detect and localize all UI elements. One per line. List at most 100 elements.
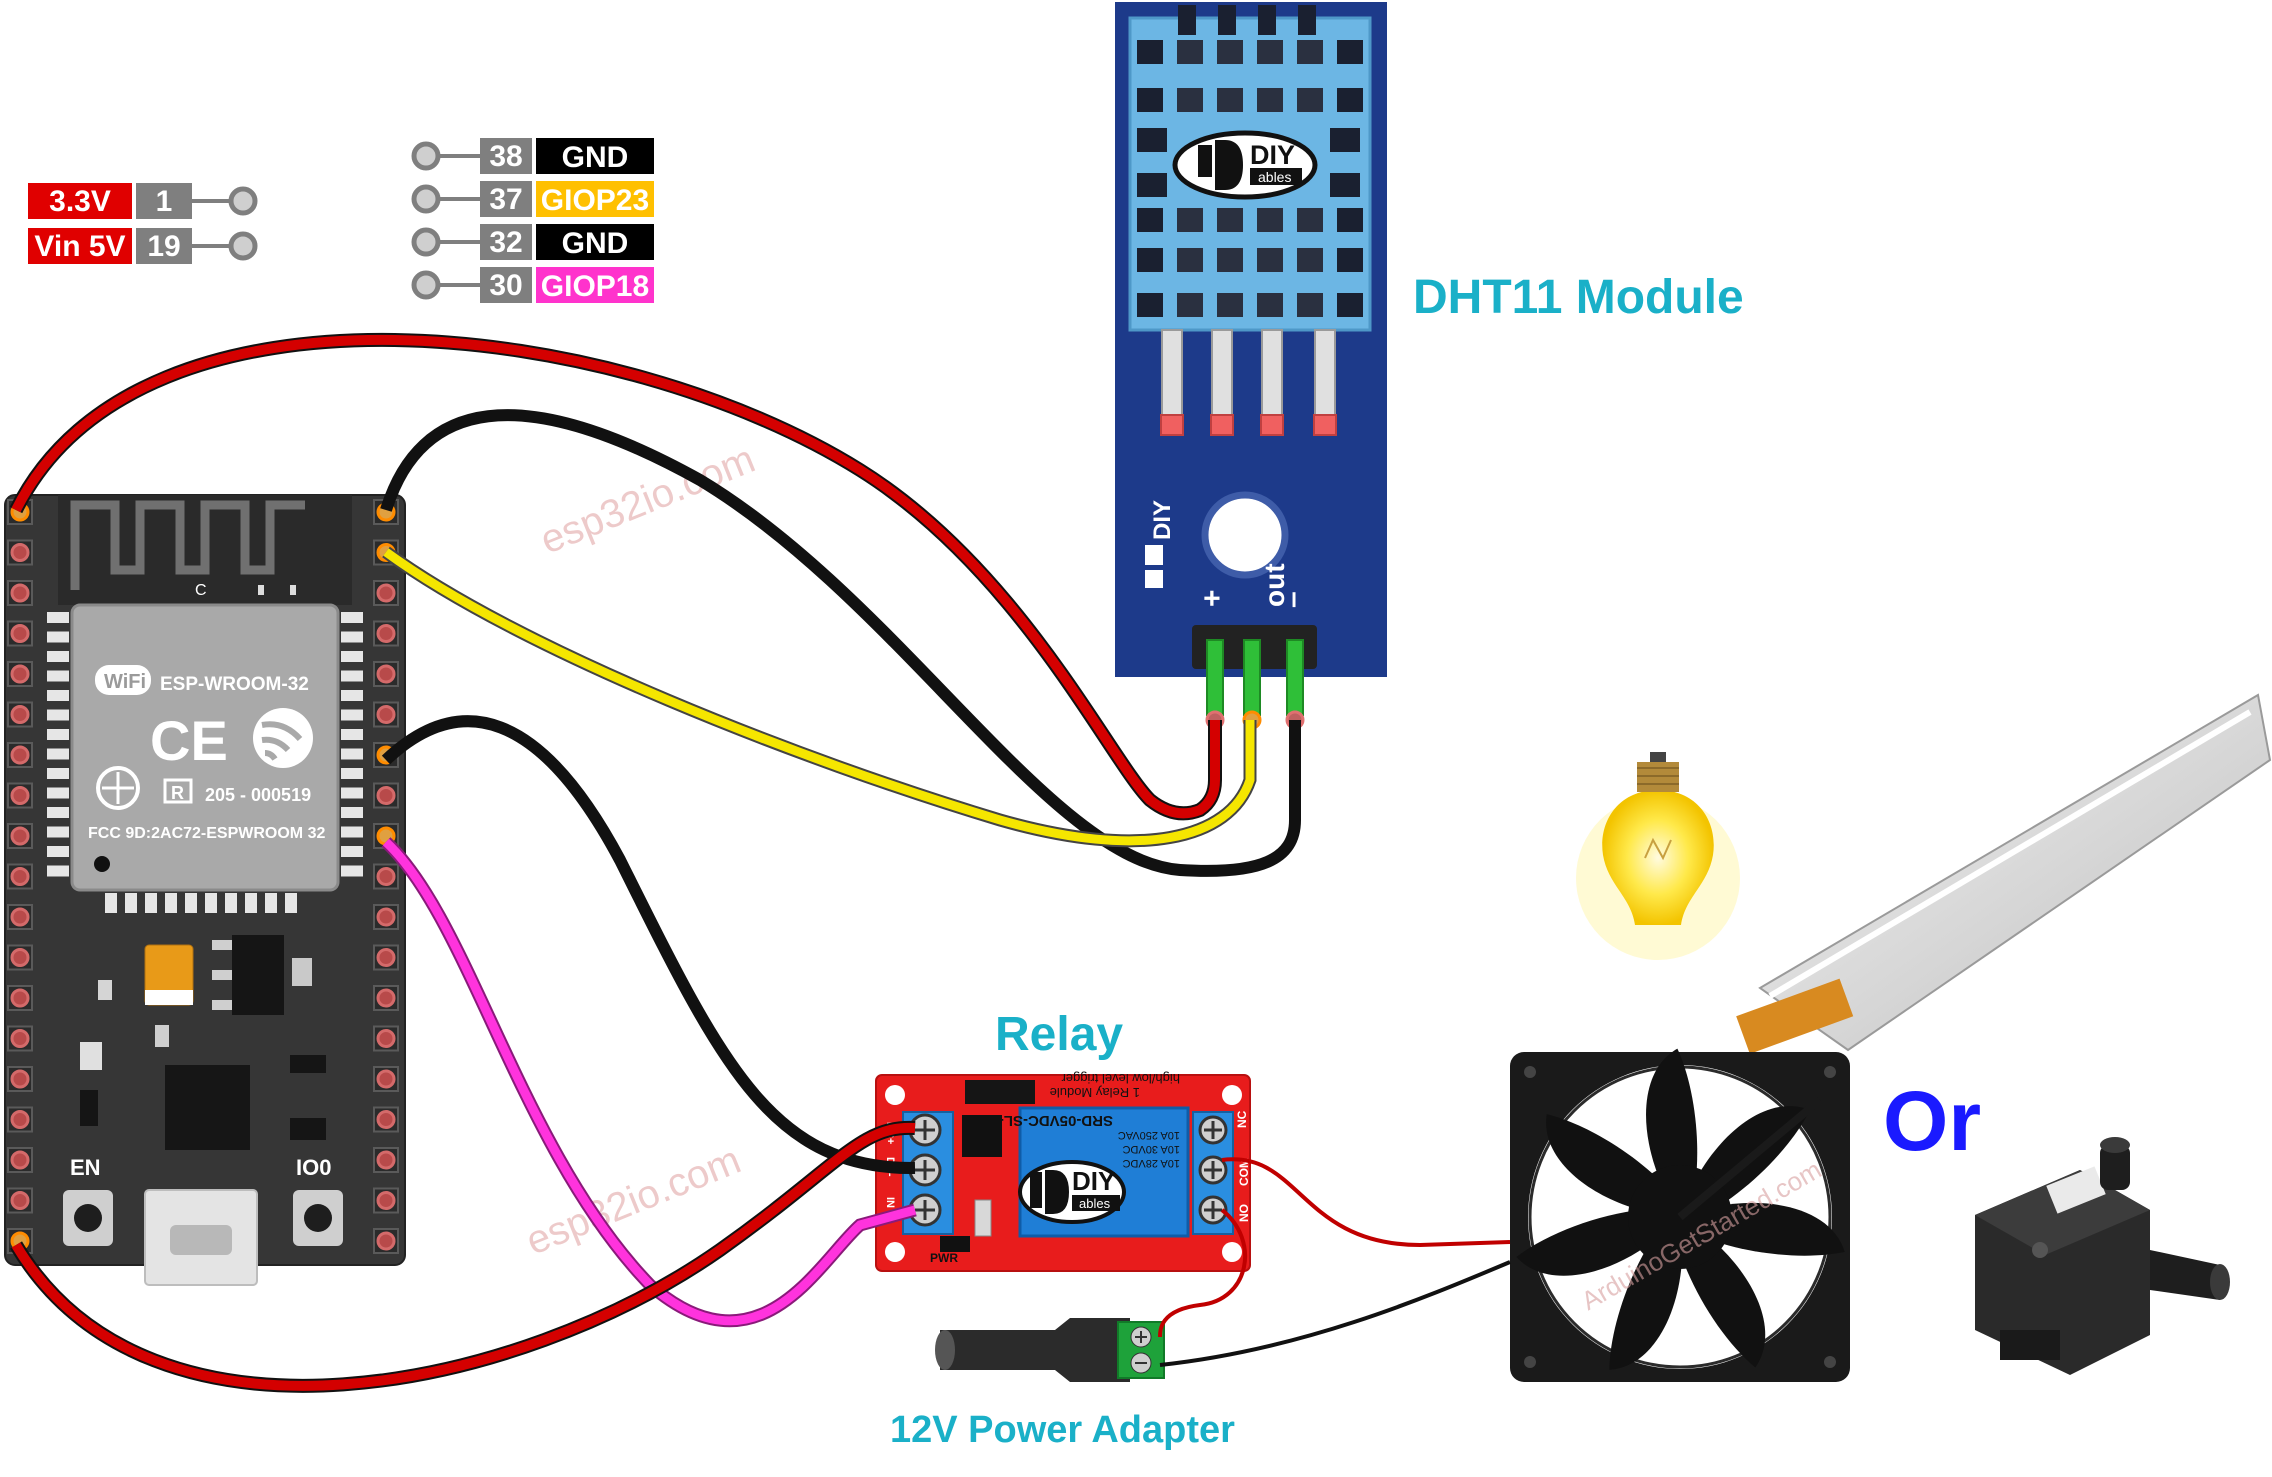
- legend-pin-dot-icon: [228, 186, 258, 216]
- svg-text:DIY: DIY: [1149, 500, 1176, 540]
- pin1-dot: [94, 856, 110, 872]
- sensor-legs: [1160, 329, 1337, 436]
- wires: [9, 332, 1511, 1393]
- cooling-fan: [1510, 1048, 1850, 1382]
- wire-vin-to-relay-dcplus: [11, 1122, 916, 1391]
- wire-gnd-to-dht-gnd: [380, 409, 1301, 877]
- relay-module-line1: 1 Relay Module: [1050, 1085, 1140, 1100]
- relay-brand-sub: ables: [1079, 1196, 1111, 1211]
- wifi-badge-text: WiFi: [104, 671, 146, 693]
- wifi-badge: [95, 665, 151, 695]
- legend-pin-number: 1: [156, 185, 173, 218]
- legend-pin-number: 30: [489, 269, 522, 302]
- header-pin: [376, 1231, 396, 1251]
- wire-relay-com-to-fan: [1221, 1157, 1511, 1248]
- header-pin: [376, 786, 396, 805]
- header-pin: [376, 988, 396, 1008]
- header-pin: [10, 907, 30, 927]
- io0-label: IO0: [296, 1155, 331, 1180]
- trigger-jumper[interactable]: [965, 1080, 1035, 1104]
- wire-gnd-to-relay-dcminus: [381, 715, 916, 1175]
- relay-pin-in: IN: [884, 1197, 896, 1208]
- legend-pin-dot-icon: [411, 141, 441, 171]
- dht-pin-out: out: [1259, 563, 1290, 607]
- reg-mark: R: [171, 783, 184, 803]
- or-text: Or: [1883, 1074, 1981, 1168]
- relay-title: Relay: [995, 1008, 1123, 1061]
- module-side-pads: [47, 612, 363, 877]
- header-pin: [10, 988, 30, 1008]
- legend-pin-number: 32: [489, 226, 522, 259]
- dht-pin-minus: –: [1276, 591, 1309, 608]
- legend-pin-dot-icon: [411, 270, 441, 300]
- header-pin: [10, 1150, 30, 1170]
- reg-code: 205 - 000519: [205, 785, 311, 805]
- wire-adapter-to-fan: [1159, 1260, 1511, 1367]
- header-pin: [376, 1029, 396, 1048]
- legend-pin-number: 37: [489, 183, 522, 216]
- header-pin: [10, 705, 30, 724]
- input-terminal-screws: [908, 1113, 942, 1227]
- adapter-title: 12V Power Adapter: [890, 1409, 1235, 1451]
- dht-brand-sub: ables: [1258, 169, 1291, 185]
- legend-row-38: 38 GND: [411, 138, 654, 174]
- header-pin: [10, 867, 30, 886]
- legend-pin-dot-icon: [411, 227, 441, 257]
- heater-strip: [1736, 693, 2272, 1054]
- legend-row-30: 30 GIOP18: [411, 267, 654, 303]
- water-pump: [1975, 1137, 2230, 1375]
- relay-module-line2: high/low level trigger: [1061, 1071, 1180, 1086]
- header-pin: [376, 1110, 396, 1129]
- header-pin: [376, 664, 396, 684]
- dht-output-pins: [1205, 639, 1305, 730]
- legend-pin-name: GND: [562, 141, 629, 174]
- smd-diode: [292, 958, 312, 986]
- legend-pin-name: 3.3V: [49, 185, 111, 218]
- legend-row-1: 3.3V 1: [28, 183, 258, 219]
- header-pin: [10, 826, 30, 846]
- header-pin: [376, 867, 396, 886]
- relay-part-number: SRD-05VDC-SL-C: [988, 1112, 1113, 1129]
- header-pin: [10, 1191, 30, 1210]
- module-name: ESP-WROOM-32: [160, 674, 309, 695]
- header-pin: [376, 948, 396, 967]
- dht11-title: DHT11 Module: [1413, 271, 1744, 324]
- relay-pin-no: NO: [1237, 1204, 1251, 1222]
- header-pin: [10, 948, 30, 967]
- legend-pin-name: GND: [562, 227, 629, 260]
- dht-pin-plus: +: [1196, 589, 1229, 607]
- relay-module: 1 Relay Module high/low level trigger SR…: [875, 1071, 1251, 1272]
- dht11-module: DIY ables DIY + out –: [1115, 2, 1387, 730]
- header-pin: [10, 543, 30, 562]
- legend-pin-name: GIOP18: [541, 270, 649, 303]
- relay-spec-line: 10A 250VAC: [1118, 1129, 1180, 1141]
- wire-relay-no-to-adapter: [1158, 1208, 1247, 1338]
- header-pin: [10, 1069, 30, 1089]
- header-pin: [10, 664, 30, 684]
- relay-pwr-label: PWR: [930, 1251, 958, 1265]
- header-pin: [376, 1069, 396, 1089]
- fcc-text: FCC 9D:2AC72-ESPWROOM 32: [88, 825, 325, 842]
- wire-gpio23-to-dht-out: [383, 548, 1255, 846]
- usb-uart-chip: [165, 1065, 250, 1150]
- header-pin: [10, 745, 30, 765]
- legend-pin-name: Vin 5V: [34, 230, 125, 263]
- header-pin: [376, 624, 396, 643]
- wire-gpio18-to-relay-in: [382, 838, 917, 1326]
- header-pin: [10, 1029, 30, 1048]
- header-pin: [10, 583, 30, 603]
- relay-spec-line: 10A 30VDC: [1122, 1143, 1180, 1155]
- relay-pin-nc: NC: [1235, 1110, 1249, 1128]
- legend-pin-number: 38: [489, 140, 522, 173]
- legend-pin-number: 19: [147, 230, 180, 263]
- header-pin: [376, 583, 396, 603]
- pcb-diyables-logo-icon: DIY: [1145, 500, 1176, 588]
- esp32-board: C WiFi ESP-WROOM-32 CE R 205 - 000519 FC…: [4, 494, 406, 1286]
- certification-icon: [96, 766, 140, 810]
- header-pin: [376, 907, 396, 927]
- sensor-grille: [1137, 5, 1363, 317]
- header-pin: [376, 1191, 396, 1210]
